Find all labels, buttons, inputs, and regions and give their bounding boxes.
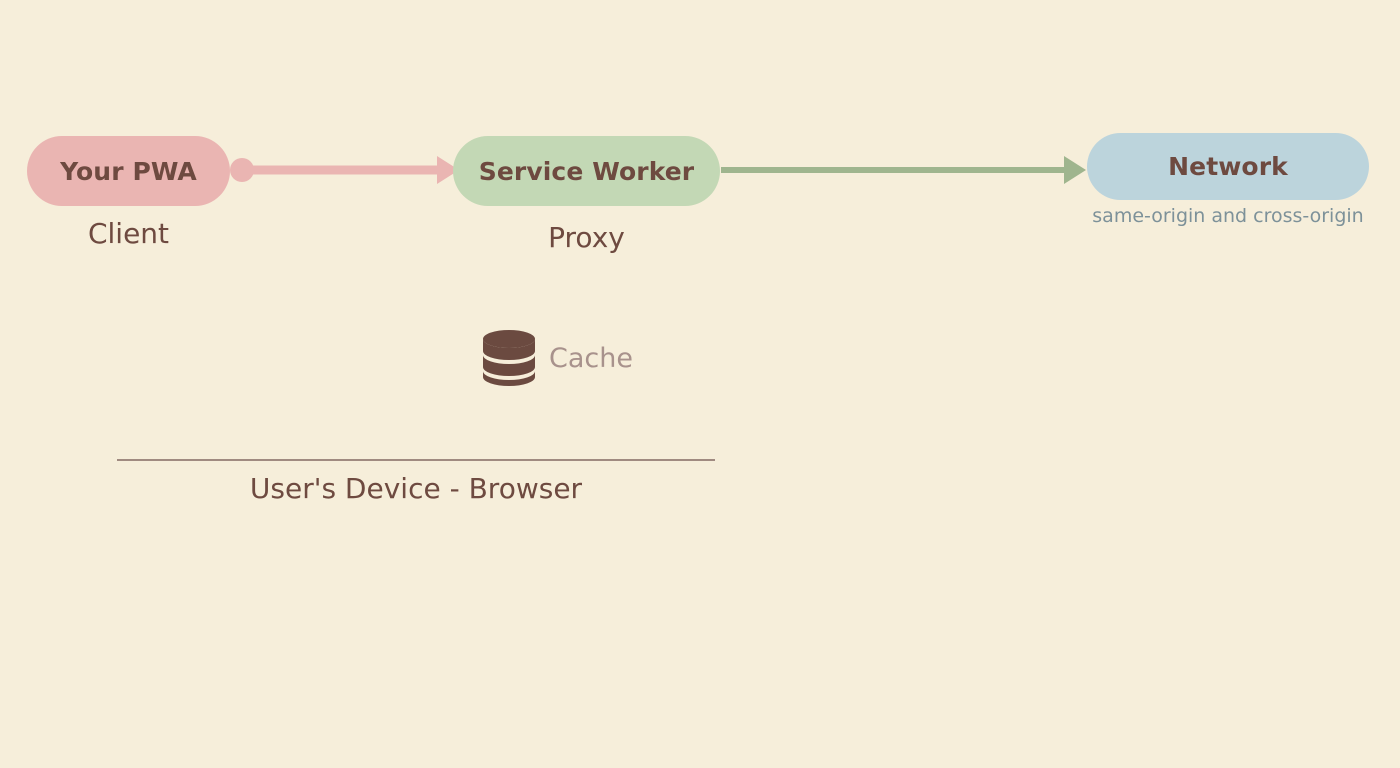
node-network[interactable]: Network — [1087, 133, 1369, 200]
connector-arrowhead-pink-icon — [437, 156, 459, 184]
node-pwa-caption: Client — [87, 217, 170, 250]
database-icon — [483, 330, 535, 386]
node-service-worker[interactable]: Service Worker — [453, 136, 720, 206]
cache-group[interactable]: Cache — [483, 328, 633, 388]
node-network-caption: same-origin and cross-origin — [1092, 205, 1364, 227]
node-pwa-label: Your PWA — [60, 156, 197, 186]
cache-label: Cache — [549, 342, 633, 374]
node-pwa[interactable]: Your PWA — [27, 136, 230, 206]
device-boundary-divider — [117, 459, 715, 461]
connector-arrowhead-green-icon — [1064, 156, 1086, 184]
connector-service-worker-to-network — [721, 156, 1086, 184]
node-network-label: Network — [1168, 152, 1288, 181]
node-service-worker-caption: Proxy — [548, 221, 625, 254]
node-service-worker-label: Service Worker — [478, 156, 695, 186]
connector-pwa-to-service-worker — [230, 156, 459, 184]
device-boundary-label: User's Device - Browser — [249, 472, 583, 505]
connector-start-dot-icon — [230, 158, 254, 182]
